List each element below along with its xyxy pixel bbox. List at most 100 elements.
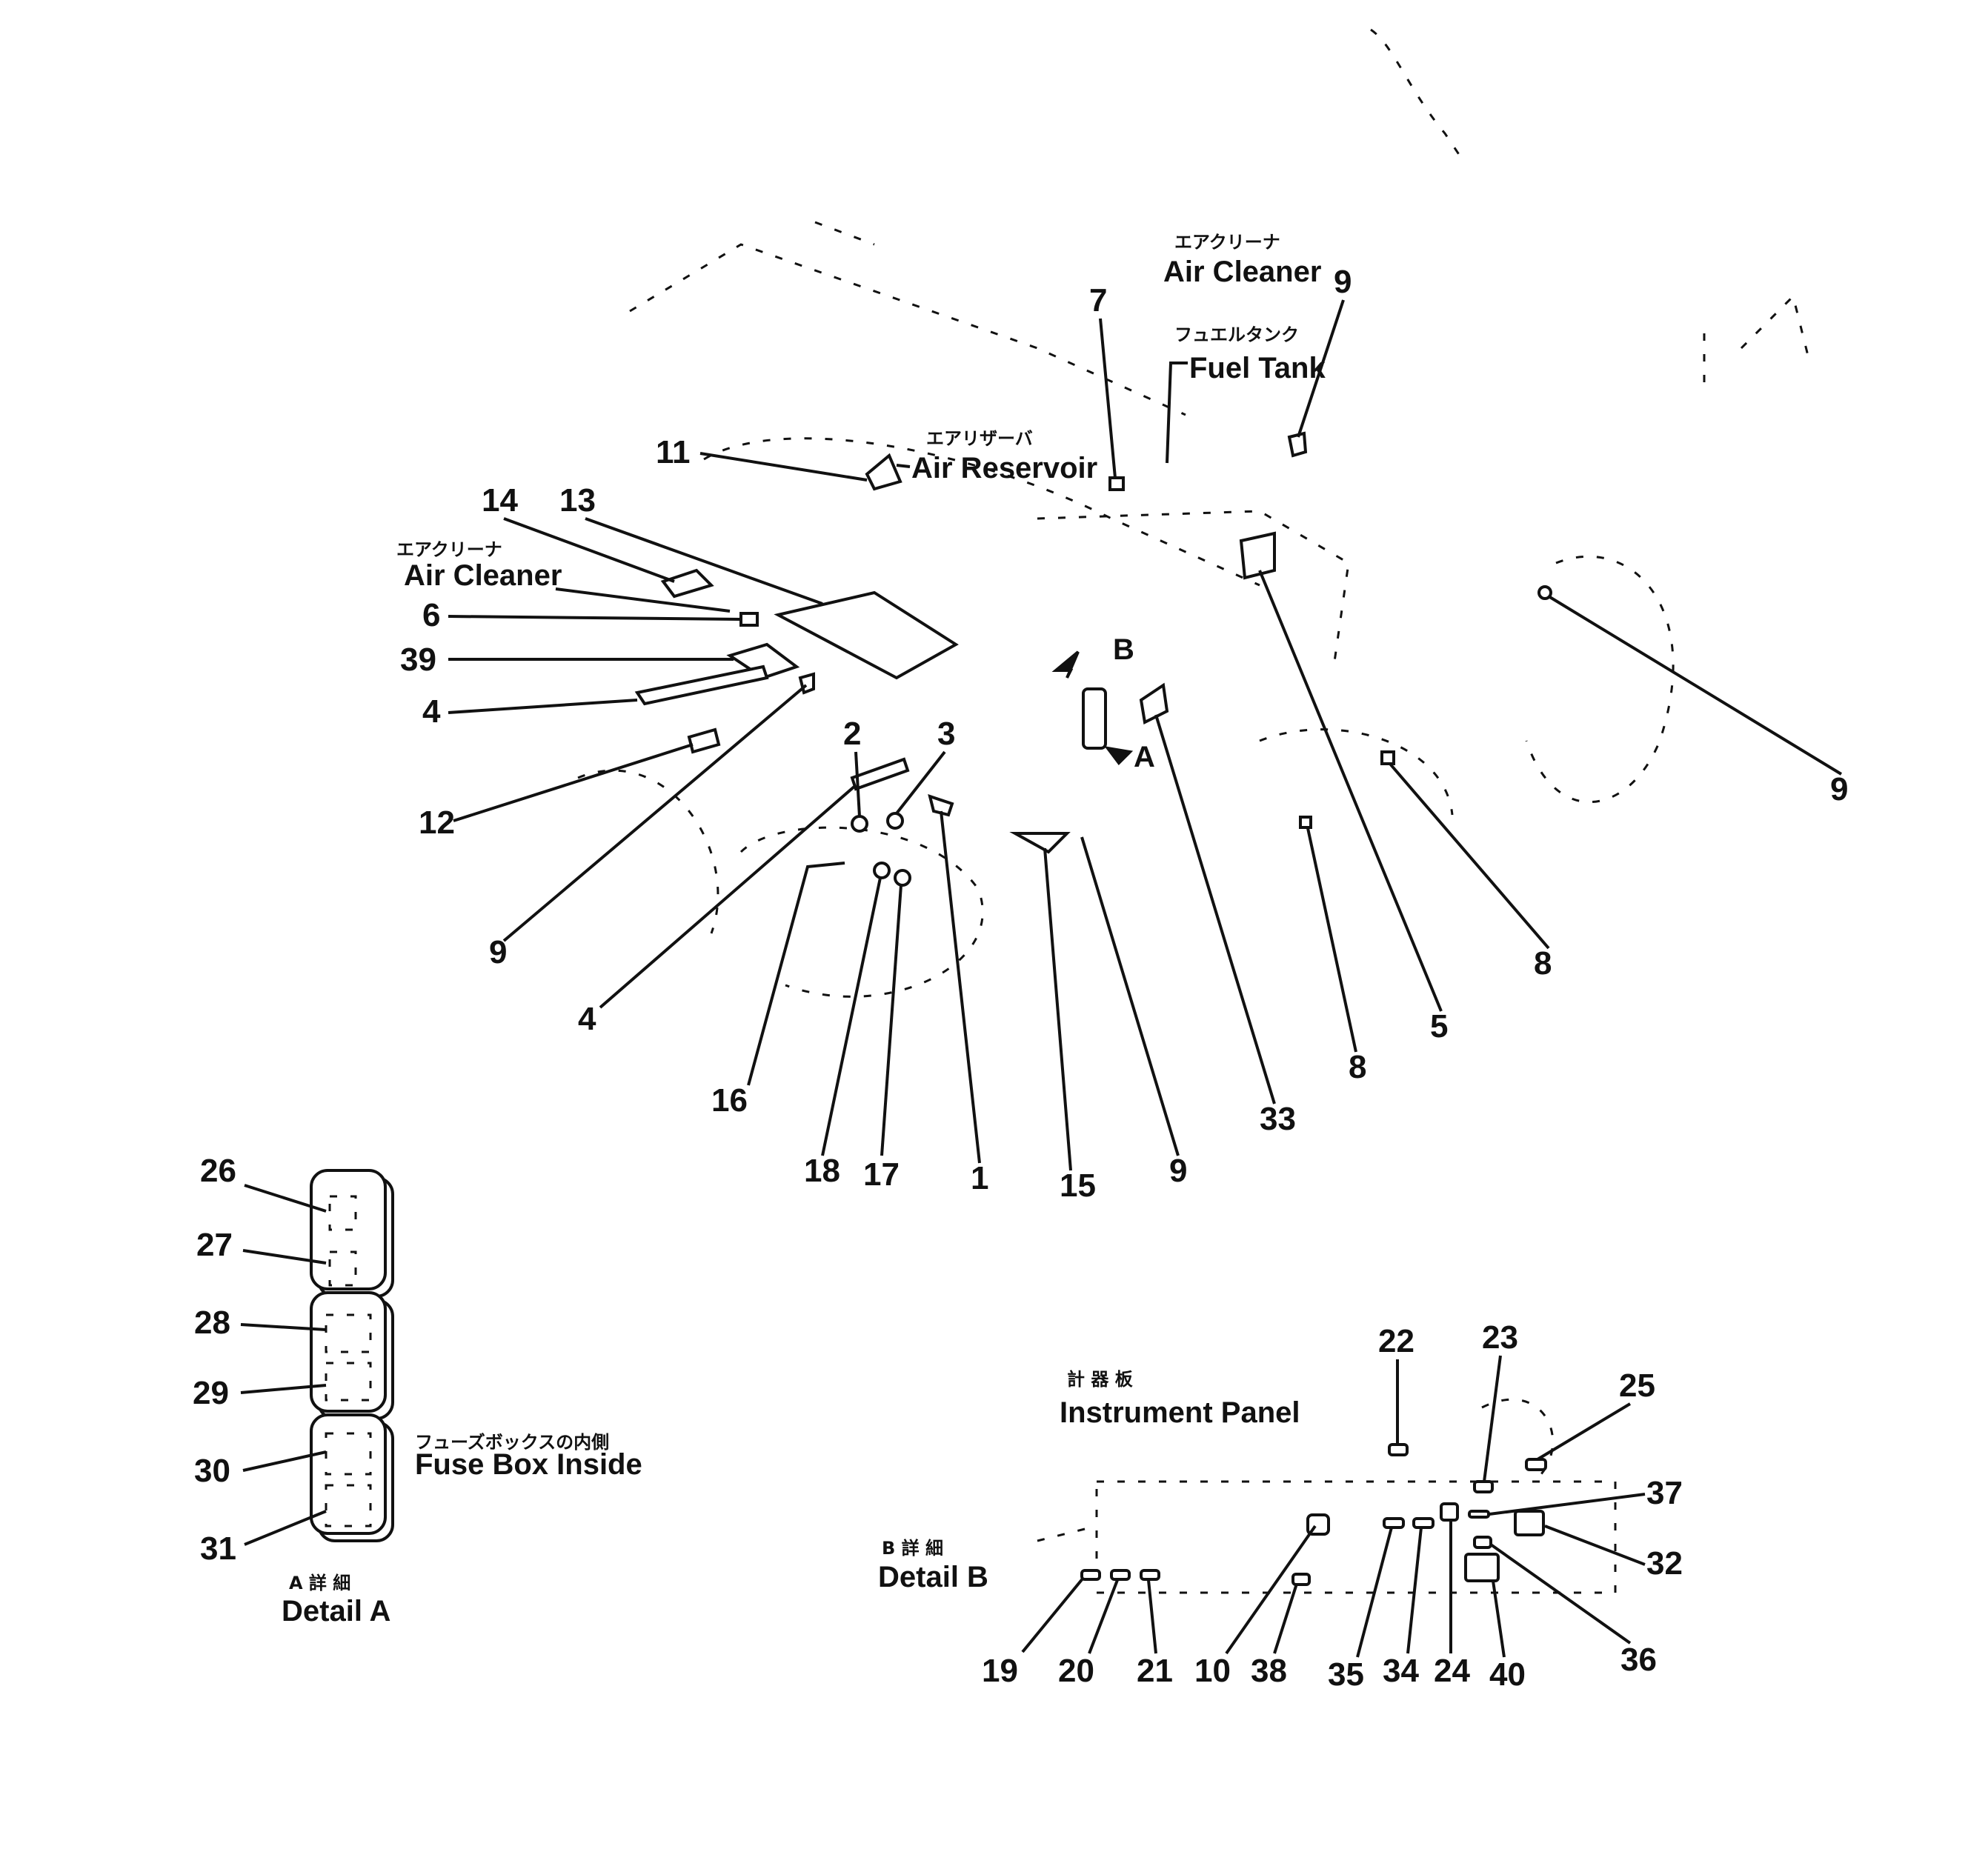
part-7-shape [1108, 476, 1125, 491]
detail-a-fuse-box [310, 1169, 394, 1542]
arrow-a-icon [1104, 746, 1134, 766]
part-3-shape [886, 812, 904, 830]
part-33-shape [1139, 682, 1169, 724]
part-32 [1514, 1510, 1545, 1536]
part-37 [1468, 1510, 1490, 1519]
part-12-shape [687, 727, 721, 754]
switch-19 [1080, 1569, 1101, 1581]
callout-30: 30 [194, 1453, 230, 1489]
callout-17: 17 [863, 1156, 900, 1193]
fuse-box-inside-label: Fuse Box Inside [415, 1448, 642, 1481]
callout-32: 32 [1646, 1545, 1683, 1582]
air-reservoir-leader [896, 464, 911, 468]
parts-shapes [634, 431, 1552, 887]
part-11-shape [865, 453, 902, 491]
part-8b-shape [1380, 750, 1395, 765]
part-36 [1473, 1536, 1492, 1549]
callout-19: 19 [982, 1653, 1018, 1689]
air-cleaner-left-label: Air Cleaner [404, 559, 562, 592]
part-4a-shape [634, 664, 769, 706]
callout-25: 25 [1619, 1367, 1655, 1404]
part-34 [1412, 1517, 1435, 1529]
callout-21: 21 [1137, 1653, 1173, 1689]
part-25 [1525, 1458, 1547, 1471]
part-13-shape [774, 590, 959, 680]
air-cleaner-top-label: Air Cleaner [1163, 256, 1321, 288]
callout-24: 24 [1434, 1653, 1470, 1689]
part-35 [1383, 1517, 1405, 1529]
callout-4-left: 4 [422, 693, 441, 730]
callout-23: 23 [1482, 1319, 1518, 1356]
air-cleaner-left-jp: エアクリーナ [396, 539, 502, 560]
callout-38: 38 [1251, 1653, 1287, 1689]
detail-a-jp: A 詳 細 [289, 1573, 350, 1593]
detail-a-label: Detail A [282, 1595, 390, 1628]
part-4b-shape [850, 757, 910, 791]
callout-4-lower: 4 [578, 1001, 596, 1037]
callout-29: 29 [193, 1375, 229, 1411]
detail-b-label: Detail B [878, 1561, 988, 1593]
callout-34: 34 [1383, 1653, 1419, 1689]
part-22 [1388, 1443, 1409, 1456]
callout-36: 36 [1620, 1642, 1657, 1678]
part-23 [1473, 1480, 1494, 1493]
callout-40: 40 [1489, 1656, 1526, 1693]
air-reservoir-label: Air Reservoir [911, 452, 1097, 484]
callout-6: 6 [422, 597, 440, 633]
part-38 [1291, 1573, 1311, 1586]
callout-27: 27 [196, 1227, 233, 1263]
instrument-panel-jp: 計 器 板 [1067, 1369, 1134, 1390]
callout-15: 15 [1060, 1167, 1096, 1204]
callout-18: 18 [804, 1153, 840, 1189]
air-cleaner-top-jp: エアクリーナ [1174, 232, 1280, 253]
callout-37: 37 [1646, 1475, 1683, 1511]
callout-12: 12 [419, 804, 455, 841]
callout-14: 14 [482, 482, 518, 519]
callout-1: 1 [971, 1160, 988, 1196]
arrow-a-label: A [1134, 741, 1155, 773]
fuel-tank-jp: フュエルタンク [1174, 324, 1299, 345]
part-15-shape [1009, 832, 1071, 854]
fuel-tank-label: Fuel Tank [1189, 352, 1326, 384]
part-1-shape [928, 793, 954, 817]
fuel-tank-leader [1166, 362, 1188, 464]
arrow-b-label: B [1113, 633, 1134, 666]
upper-callouts: 7 9 11 14 13 6 39 4 12 9 2 3 4 16 18 17 [400, 264, 1848, 1204]
part-2-shape [851, 815, 868, 833]
callout-28: 28 [194, 1305, 230, 1341]
callout-8-right: 8 [1534, 945, 1552, 982]
callout-9-lower: 9 [1169, 1153, 1187, 1189]
part-24 [1440, 1502, 1459, 1522]
switch-21 [1140, 1569, 1160, 1581]
detail-b-jp: B 詳 細 [882, 1538, 943, 1559]
arrow-b-icon [1051, 650, 1080, 679]
detail-b-parts [1080, 1443, 1547, 1586]
part-14-shape [660, 568, 714, 599]
fuse-box-inside-jp: フューズボックスの内側 [415, 1432, 609, 1453]
callout-26: 26 [200, 1153, 236, 1189]
callout-11: 11 [656, 434, 691, 470]
air-reservoir-jp: エアリザーバ [926, 428, 1033, 449]
callout-5: 5 [1430, 1008, 1448, 1045]
callout-22: 22 [1378, 1323, 1414, 1359]
callout-20: 20 [1058, 1653, 1094, 1689]
callout-2: 2 [843, 716, 861, 752]
callout-7: 7 [1089, 282, 1107, 319]
callout-31: 31 [200, 1530, 236, 1567]
callout-3: 3 [937, 716, 955, 752]
switch-20 [1110, 1569, 1131, 1581]
callout-16: 16 [711, 1082, 748, 1119]
part-17-shape [894, 869, 911, 887]
detail-a-callouts: 26 27 28 29 30 31 [193, 1153, 327, 1567]
part-6-shape [739, 612, 759, 627]
callout-8-lower: 8 [1349, 1049, 1366, 1085]
part-8a-shape [1299, 816, 1312, 829]
part-40 [1464, 1553, 1500, 1582]
callout-9-right: 9 [1830, 771, 1848, 807]
callout-39: 39 [400, 642, 436, 678]
callout-10: 10 [1194, 1653, 1231, 1689]
detail-b-callouts: 22 23 25 37 32 36 19 20 21 10 38 35 34 2… [982, 1319, 1683, 1693]
part-5-shape [1239, 531, 1276, 580]
relay-block-shape [1082, 687, 1107, 750]
